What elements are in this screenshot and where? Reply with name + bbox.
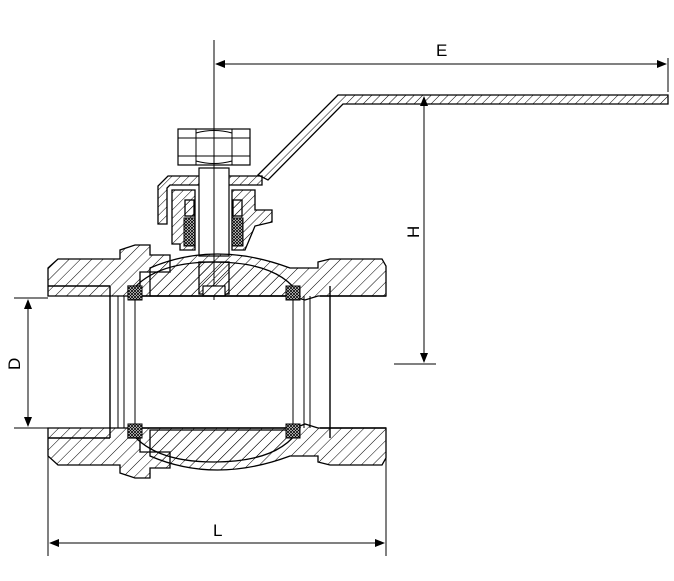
dimension-h: H bbox=[394, 96, 436, 365]
dimension-l: L bbox=[47, 456, 387, 556]
bore bbox=[117, 296, 311, 428]
handle-bracket bbox=[157, 175, 263, 225]
dimension-e: E bbox=[213, 41, 669, 100]
dimension-l-label: L bbox=[213, 521, 222, 540]
dimension-d: D bbox=[5, 297, 48, 429]
seat-rings bbox=[127, 285, 301, 439]
dimension-e-label: E bbox=[436, 41, 447, 60]
ball bbox=[126, 261, 302, 463]
lever-handle bbox=[256, 94, 669, 181]
dimension-d-label: D bbox=[5, 358, 24, 370]
dimension-h-label: H bbox=[404, 226, 423, 238]
